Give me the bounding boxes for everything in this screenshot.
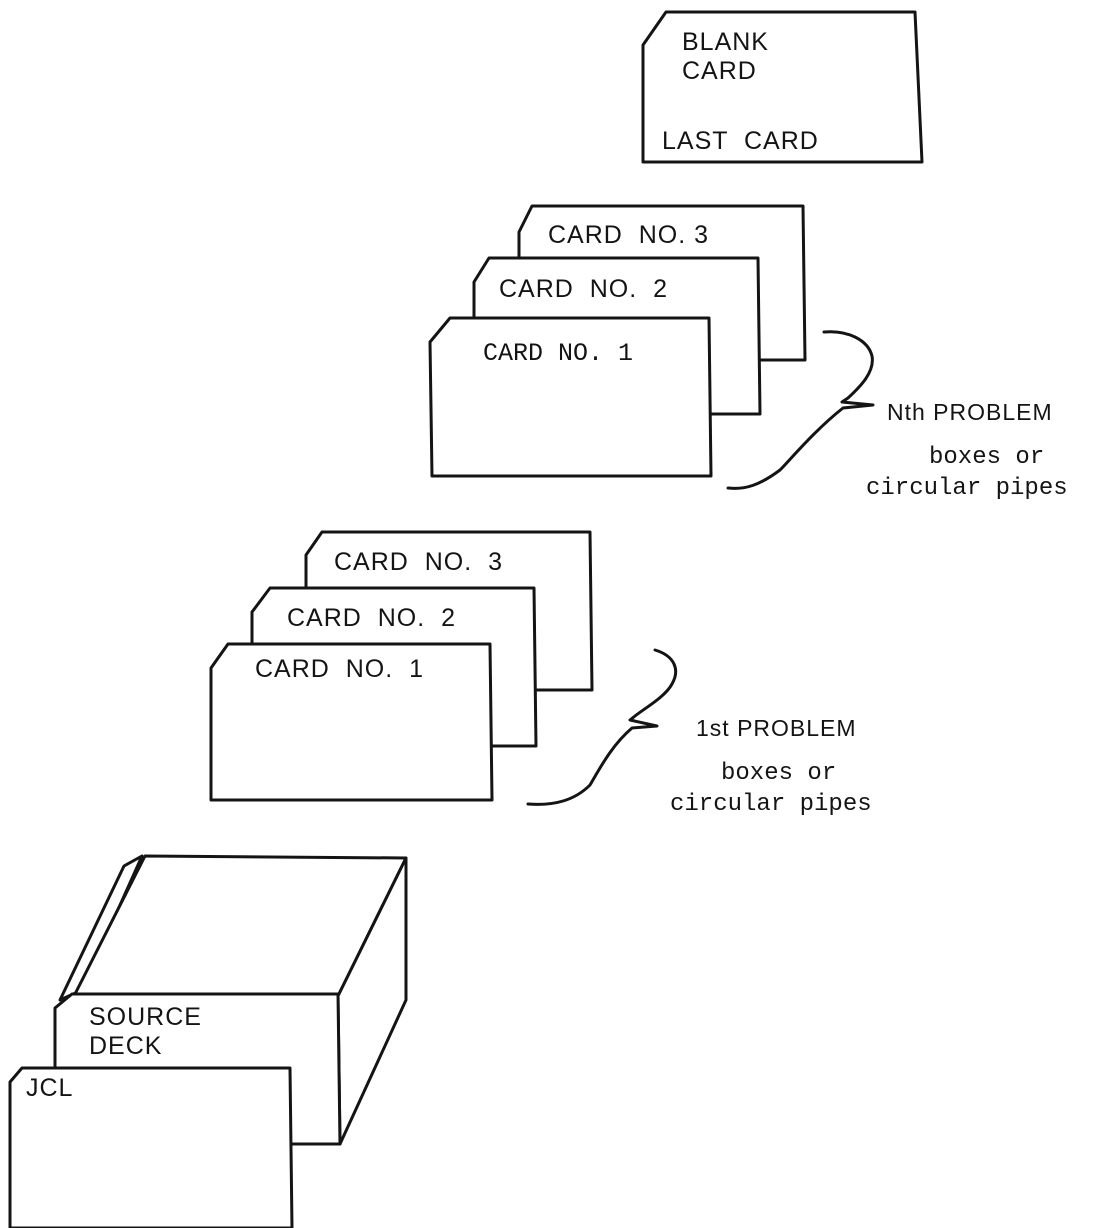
first-problem-desc-2: circular pipes xyxy=(670,791,872,818)
source-deck-line2: DECK xyxy=(89,1032,162,1060)
nth-card-3-label: CARD NO. 3 xyxy=(548,221,709,249)
nth-problem-desc-1: boxes or xyxy=(929,444,1044,471)
first-card-1-label: CARD NO. 1 xyxy=(255,655,424,683)
last-card-line2: CARD xyxy=(682,57,757,85)
nth-problem-desc-2: circular pipes xyxy=(866,475,1068,502)
nth-problem-title: Nth PROBLEM xyxy=(887,399,1053,425)
first-problem-stack: CARD NO. 3 CARD NO. 2 CARD NO. 1 xyxy=(211,532,592,800)
source-deck-group: SOURCE DECK JCL xyxy=(10,856,406,1228)
source-deck-line1: SOURCE xyxy=(89,1003,202,1031)
last-card-line3: LAST CARD xyxy=(662,127,819,155)
last-card-line1: BLANK xyxy=(682,28,769,56)
first-card-3-label: CARD NO. 3 xyxy=(334,548,503,576)
first-problem-desc-1: boxes or xyxy=(721,760,836,787)
nth-problem-label: Nth PROBLEM boxes or circular pipes xyxy=(866,399,1068,502)
nth-problem-stack: CARD NO. 3 CARD NO. 2 CARD NO. 1 xyxy=(430,206,805,476)
first-problem-label: 1st PROBLEM boxes or circular pipes xyxy=(670,715,872,818)
last-card-group: BLANK CARD LAST CARD xyxy=(643,12,922,162)
first-card-2-label: CARD NO. 2 xyxy=(287,604,456,632)
nth-card-1-label: CARD NO. 1 xyxy=(483,339,633,368)
jcl-card-label: JCL xyxy=(26,1074,73,1102)
nth-card-2-label: CARD NO. 2 xyxy=(499,275,668,303)
first-problem-title: 1st PROBLEM xyxy=(696,715,857,741)
